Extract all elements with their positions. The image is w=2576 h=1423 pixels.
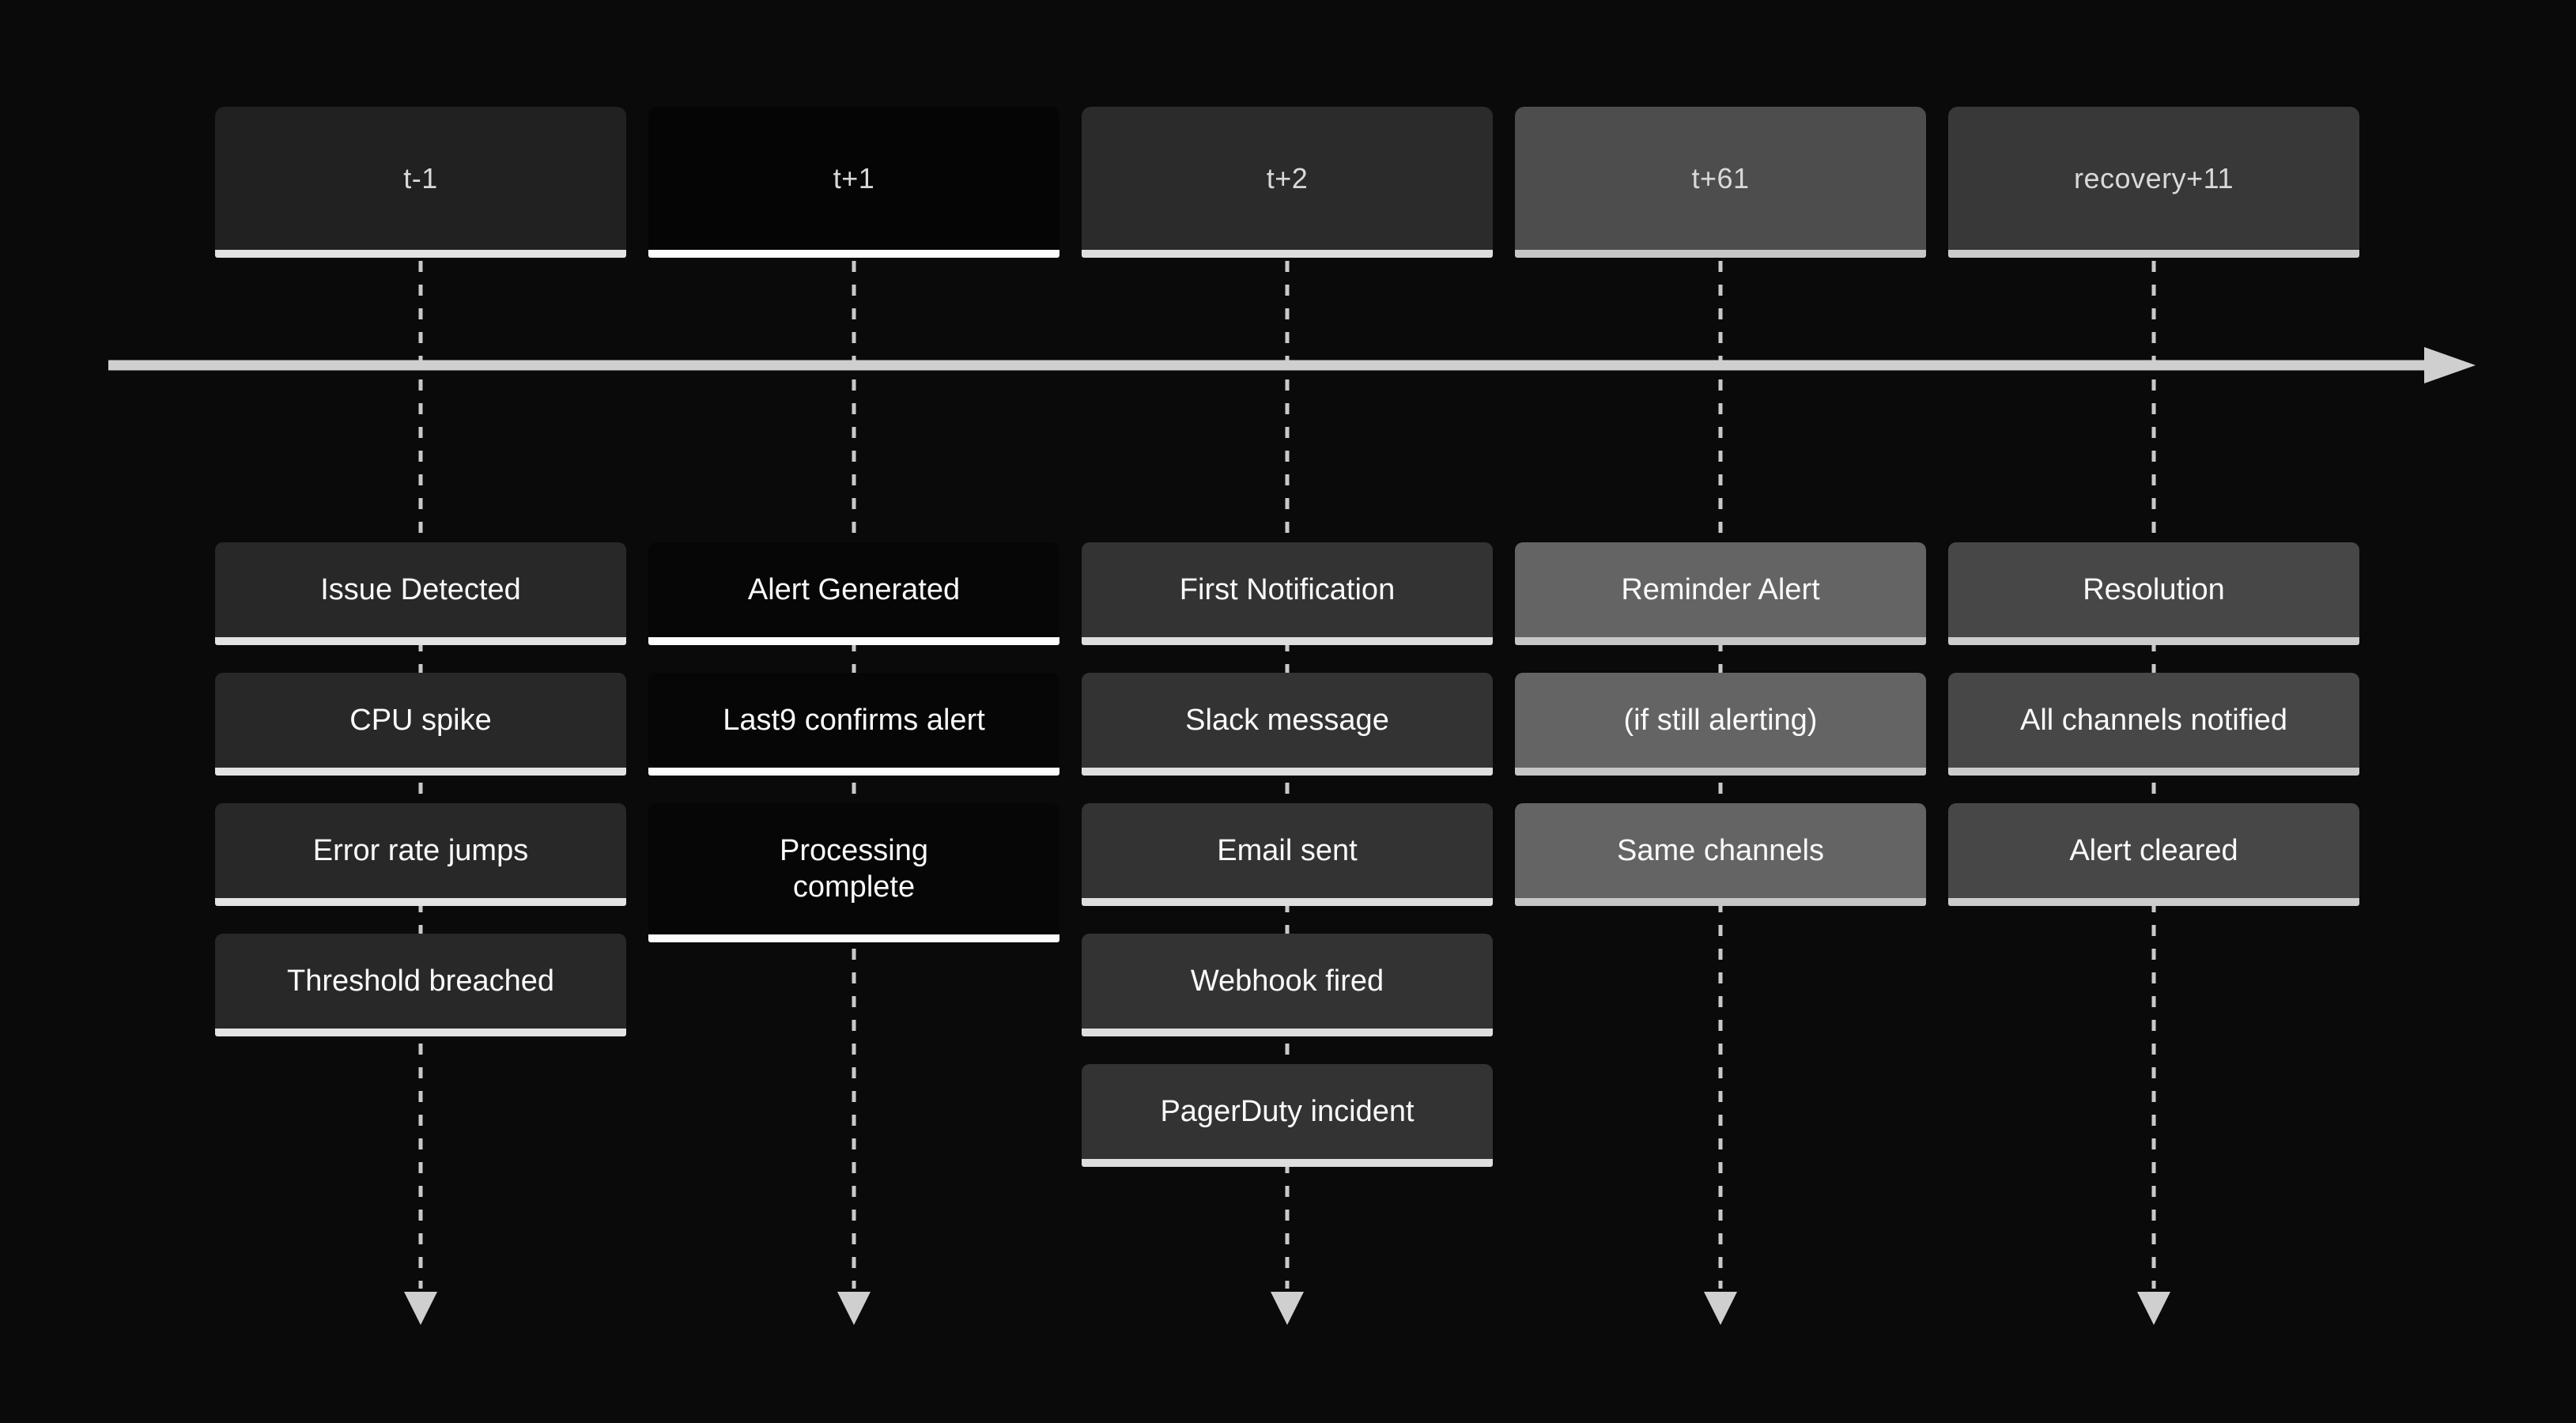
column-header: t+1 — [648, 107, 1059, 258]
column-recovery+11: recovery+11 Resolution All channels noti… — [1948, 0, 2359, 1423]
event-list: First Notification Slack message Email s… — [1082, 542, 1493, 1167]
column-t-1: t-1 Issue Detected CPU spike Error rate … — [215, 0, 626, 1423]
event-box: Processing complete — [648, 803, 1059, 942]
down-arrowhead-icon — [1271, 1292, 1304, 1325]
event-list: Resolution All channels notified Alert c… — [1948, 542, 2359, 906]
column-header: t+2 — [1082, 107, 1493, 258]
event-box: Threshold breached — [215, 934, 626, 1036]
down-arrowhead-icon — [1704, 1292, 1737, 1325]
column-header: recovery+11 — [1948, 107, 2359, 258]
down-arrowhead-icon — [2137, 1292, 2170, 1325]
event-box: Reminder Alert — [1515, 542, 1926, 645]
event-list: Reminder Alert (if still alerting) Same … — [1515, 542, 1926, 906]
event-list: Issue Detected CPU spike Error rate jump… — [215, 542, 626, 1036]
event-box: Resolution — [1948, 542, 2359, 645]
down-arrowhead-icon — [837, 1292, 871, 1325]
event-box: Alert Generated — [648, 542, 1059, 645]
column-header: t-1 — [215, 107, 626, 258]
column-t+61: t+61 Reminder Alert (if still alerting) … — [1515, 0, 1926, 1423]
event-box: (if still alerting) — [1515, 673, 1926, 776]
event-box: Slack message — [1082, 673, 1493, 776]
column-t+2: t+2 First Notification Slack message Ema… — [1082, 0, 1493, 1423]
down-arrowhead-icon — [404, 1292, 437, 1325]
event-box: Webhook fired — [1082, 934, 1493, 1036]
event-box: Last9 confirms alert — [648, 673, 1059, 776]
event-box: CPU spike — [215, 673, 626, 776]
right-arrowhead-icon — [2424, 347, 2476, 383]
event-box: Issue Detected — [215, 542, 626, 645]
event-box: Email sent — [1082, 803, 1493, 906]
column-header: t+61 — [1515, 107, 1926, 258]
event-box: PagerDuty incident — [1082, 1064, 1493, 1167]
event-box: Alert cleared — [1948, 803, 2359, 906]
event-list: Alert Generated Last9 confirms alert Pro… — [648, 542, 1059, 942]
event-box: Error rate jumps — [215, 803, 626, 906]
event-box: All channels notified — [1948, 673, 2359, 776]
column-t+1: t+1 Alert Generated Last9 confirms alert… — [648, 0, 1059, 1423]
event-box: First Notification — [1082, 542, 1493, 645]
event-box: Same channels — [1515, 803, 1926, 906]
